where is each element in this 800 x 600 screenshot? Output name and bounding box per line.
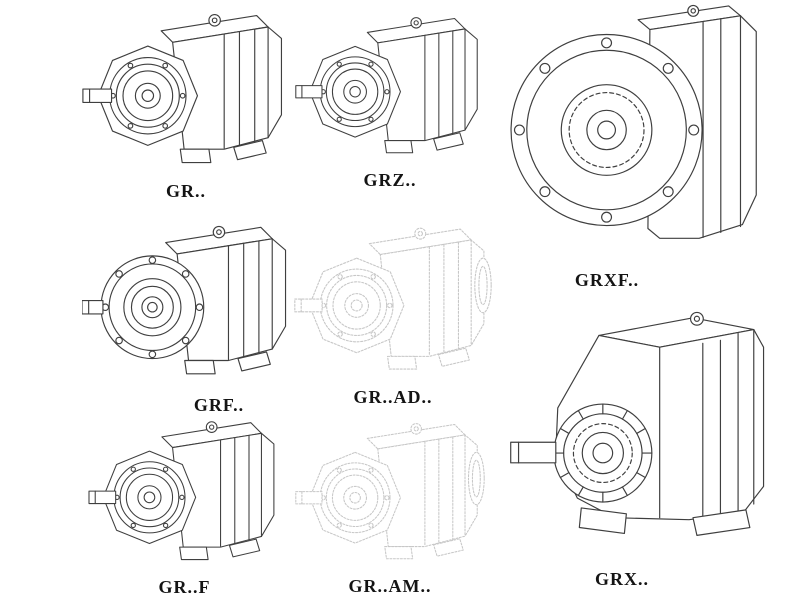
figure-grf: GRF..	[80, 214, 298, 416]
figure-grxf: GRXF..	[498, 2, 788, 291]
figure-gr-ad: GR..AD..	[292, 218, 494, 408]
figure-gr-am: GR..AM..	[292, 414, 488, 597]
gear-unit-flange-mounted-icon	[82, 214, 296, 390]
gear-unit-input-adapter-ghost-icon	[293, 218, 493, 382]
figure-gr-f: GR..F	[82, 412, 287, 598]
figure-label-gr: GR..	[166, 181, 206, 201]
gear-unit-large-foot-mounted-icon	[497, 302, 791, 559]
figure-label-gr-am: GR..AM..	[348, 576, 432, 596]
figure-label-gr-f: GR..F	[158, 577, 211, 597]
figure-label-gr-ad: GR..AD..	[353, 387, 433, 407]
gear-unit-large-flange-icon	[500, 2, 786, 260]
gear-unit-foot-mounted-icon	[294, 8, 486, 165]
figure-grx: GRX..	[495, 302, 793, 590]
figure-label-grx: GRX..	[595, 569, 649, 589]
gear-unit-input-adapter-ghost-icon	[294, 414, 486, 571]
figure-grz: GRZ..	[292, 8, 488, 191]
figure-label-grxf: GRXF..	[574, 270, 640, 290]
figure-label-grf: GRF..	[193, 395, 245, 415]
figure-label-grz: GRZ..	[363, 170, 417, 190]
figure-gr: GR..	[80, 4, 292, 202]
gear-unit-foot-mounted-icon	[87, 412, 283, 572]
gear-unit-foot-mounted-icon	[81, 4, 291, 176]
